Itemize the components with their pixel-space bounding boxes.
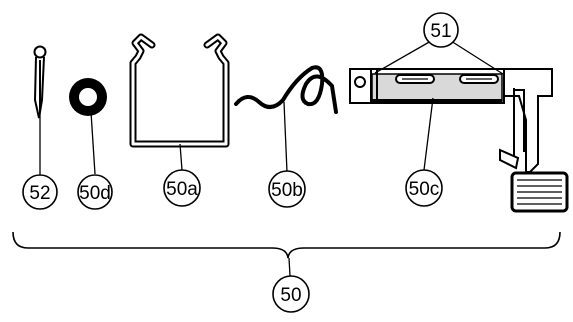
callout-50b: 50b (268, 170, 306, 208)
callout-50c: 50c (405, 169, 443, 207)
callout-50d-label: 50d (79, 183, 111, 204)
washer-part (69, 78, 107, 116)
callout-50b-label: 50b (271, 180, 303, 201)
callout-52-label: 52 (29, 183, 50, 204)
leader-50c (423, 97, 434, 171)
group-bracket (12, 231, 561, 259)
callout-50c-label: 50c (409, 179, 440, 200)
callout-52: 52 (22, 174, 58, 210)
callout-50-label: 50 (280, 285, 301, 306)
u-bracket-part (129, 33, 230, 148)
leader-50 (288, 257, 291, 277)
torsion-spring-part (234, 65, 338, 114)
callout-50d: 50d (77, 174, 113, 210)
callout-50a: 50a (163, 169, 201, 207)
leader-51-right (450, 40, 504, 75)
callout-50a-label: 50a (166, 179, 198, 200)
leader-50a (179, 143, 183, 171)
leader-50b (283, 101, 288, 173)
callout-51: 51 (423, 12, 459, 48)
leader-50d (90, 111, 96, 175)
callout-51-label: 51 (430, 21, 451, 42)
pedal-shaft-part (349, 68, 569, 213)
leader-51-left (374, 40, 432, 74)
cotter-pin-part (33, 45, 47, 119)
callout-50: 50 (272, 275, 310, 313)
